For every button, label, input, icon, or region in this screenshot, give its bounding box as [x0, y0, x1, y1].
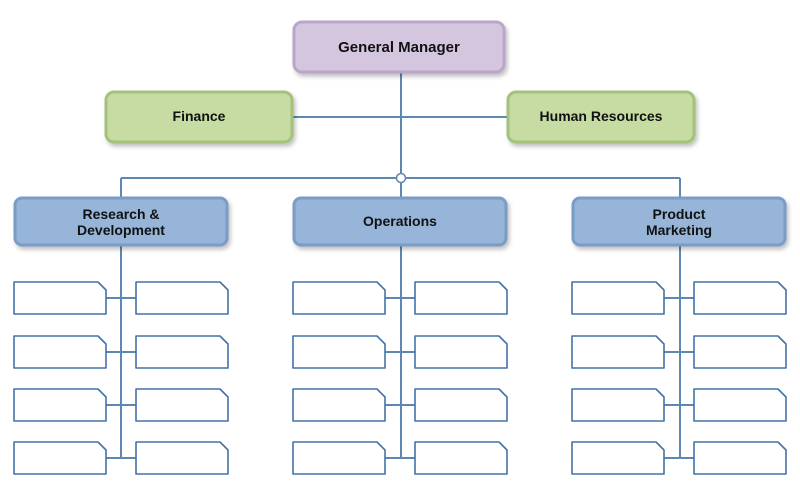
research-development-label-line2: Development — [77, 222, 165, 238]
finance-box — [104, 90, 294, 144]
human-resources-box — [506, 90, 696, 144]
product-marketing-node: Product Marketing — [571, 196, 787, 247]
product-marketing-box — [571, 196, 787, 247]
empty-position-box — [414, 335, 508, 369]
connector-junction-dot — [395, 172, 407, 184]
empty-position-box — [13, 281, 107, 315]
empty-position-box — [693, 281, 787, 315]
empty-position-box — [693, 441, 787, 475]
empty-position-box — [571, 388, 665, 422]
empty-position-box — [135, 441, 229, 475]
research-development-node: Research & Development — [13, 196, 229, 247]
human-resources-node: Human Resources — [506, 90, 696, 144]
operations-node: Operations — [292, 196, 508, 247]
empty-position-box — [292, 441, 386, 475]
empty-position-box — [135, 388, 229, 422]
product-marketing-label-line2: Marketing — [646, 222, 712, 238]
empty-position-box — [414, 441, 508, 475]
empty-position-box — [414, 388, 508, 422]
empty-position-box — [13, 441, 107, 475]
empty-position-box — [693, 388, 787, 422]
empty-position-box — [571, 441, 665, 475]
empty-position-box — [135, 281, 229, 315]
empty-position-box — [414, 281, 508, 315]
empty-position-box — [693, 335, 787, 369]
empty-position-box — [292, 388, 386, 422]
empty-position-box — [292, 335, 386, 369]
general-manager-node: General Manager — [292, 20, 506, 74]
finance-label: Finance — [173, 108, 226, 124]
general-manager-box — [292, 20, 506, 74]
empty-position-box — [13, 388, 107, 422]
empty-position-boxes — [13, 281, 787, 475]
product-marketing-label-line1: Product — [653, 206, 706, 222]
empty-position-box — [292, 281, 386, 315]
human-resources-label: Human Resources — [540, 108, 663, 124]
general-manager-label: General Manager — [338, 39, 460, 56]
empty-position-box — [571, 335, 665, 369]
research-development-box — [13, 196, 229, 247]
empty-position-box — [571, 281, 665, 315]
operations-label: Operations — [363, 213, 437, 229]
operations-box — [292, 196, 508, 247]
empty-position-box — [13, 335, 107, 369]
empty-position-box — [135, 335, 229, 369]
research-development-label-line1: Research & — [82, 206, 159, 222]
finance-node: Finance — [104, 90, 294, 144]
